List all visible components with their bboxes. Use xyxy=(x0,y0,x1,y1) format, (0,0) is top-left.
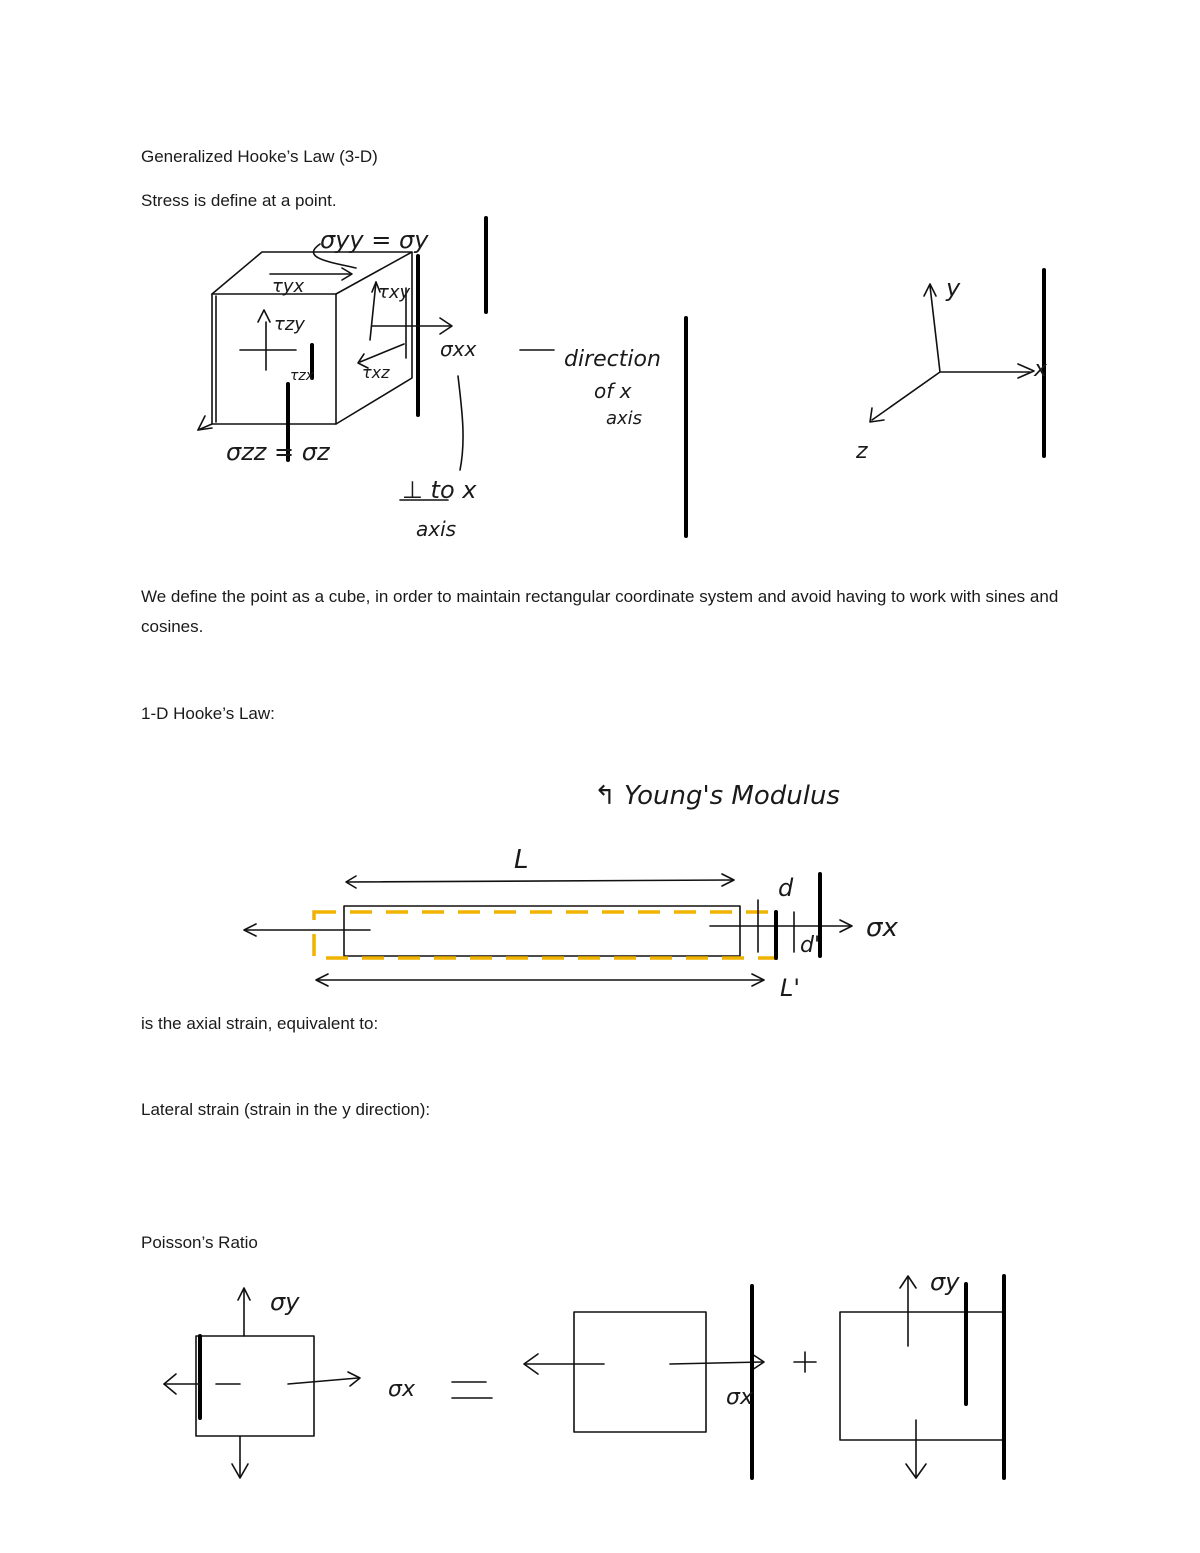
axis-label-x: x xyxy=(1033,357,1048,382)
square-right xyxy=(839,1311,1005,1441)
label-axis-perp: axis xyxy=(416,517,456,541)
cube-side-face xyxy=(335,251,413,425)
heading-1d-hookes-law: 1-D Hooke’s Law: xyxy=(141,704,275,723)
lateral-strain-line: Lateral strain (strain in the y directio… xyxy=(141,1100,431,1119)
label-sigma-x-bar: σx xyxy=(866,913,898,943)
label-diameter-d: d xyxy=(778,874,794,902)
label-sigma-yy: σyy = σy xyxy=(320,226,429,254)
label-sigma-x-mid: σx xyxy=(726,1385,754,1410)
bar-tension-sketch: ↰ Young's Modulus L d d' L' σx xyxy=(243,781,898,1002)
heading-poissons-ratio: Poisson’s Ratio xyxy=(141,1233,258,1252)
label-direction: direction xyxy=(564,347,661,372)
label-tau-xy: τxy xyxy=(378,282,410,303)
cube-paragraph: We define the point as a cube, in order … xyxy=(141,587,1059,636)
label-sigma-y-right: σy xyxy=(930,1268,960,1296)
label-of-x: of x xyxy=(594,379,632,403)
square-left xyxy=(195,1335,315,1437)
label-perp-to-x: ⊥ to x xyxy=(402,476,477,504)
label-diameter-d-prime: d' xyxy=(800,933,820,958)
axis-label-z: z xyxy=(855,439,868,464)
label-axis-direction: axis xyxy=(606,408,642,429)
bar-original xyxy=(343,905,741,957)
label-youngs-modulus: ↰ Young's Modulus xyxy=(594,781,840,811)
label-tau-zy: τzy xyxy=(274,314,305,335)
label-sigma-x-left: σx xyxy=(388,1377,416,1402)
stress-cube-sketch: σyy = σy τyx τxy τzy τzx τxz σxx directi… xyxy=(197,216,688,541)
cube-top-face xyxy=(211,251,413,295)
bar-deformed-dashed xyxy=(312,910,778,960)
label-sigma-y-left: σy xyxy=(270,1288,300,1316)
cube-front-face xyxy=(211,293,337,425)
axis-label-y: y xyxy=(945,274,961,302)
label-tau-zx: τzx xyxy=(290,368,315,384)
poisson-squares-sketch: σy σx σx σy xyxy=(163,1268,1006,1480)
square-middle xyxy=(573,1311,707,1433)
label-sigma-xx: σxx xyxy=(440,337,477,361)
label-tau-xz: τxz xyxy=(362,363,390,382)
coordinate-axes-sketch: y x z xyxy=(855,268,1048,464)
label-length-L-prime: L' xyxy=(780,974,800,1002)
label-length-L: L xyxy=(514,845,529,875)
heading-generalized-hookes-law: Generalized Hooke’s Law (3-D) xyxy=(141,147,378,166)
stress-definition-line: Stress is define at a point. xyxy=(141,191,337,210)
label-sigma-zz: σzz = σz xyxy=(226,438,331,466)
axial-strain-line: is the axial strain, equivalent to: xyxy=(141,1014,379,1033)
label-tau-yx: τyx xyxy=(272,276,304,297)
